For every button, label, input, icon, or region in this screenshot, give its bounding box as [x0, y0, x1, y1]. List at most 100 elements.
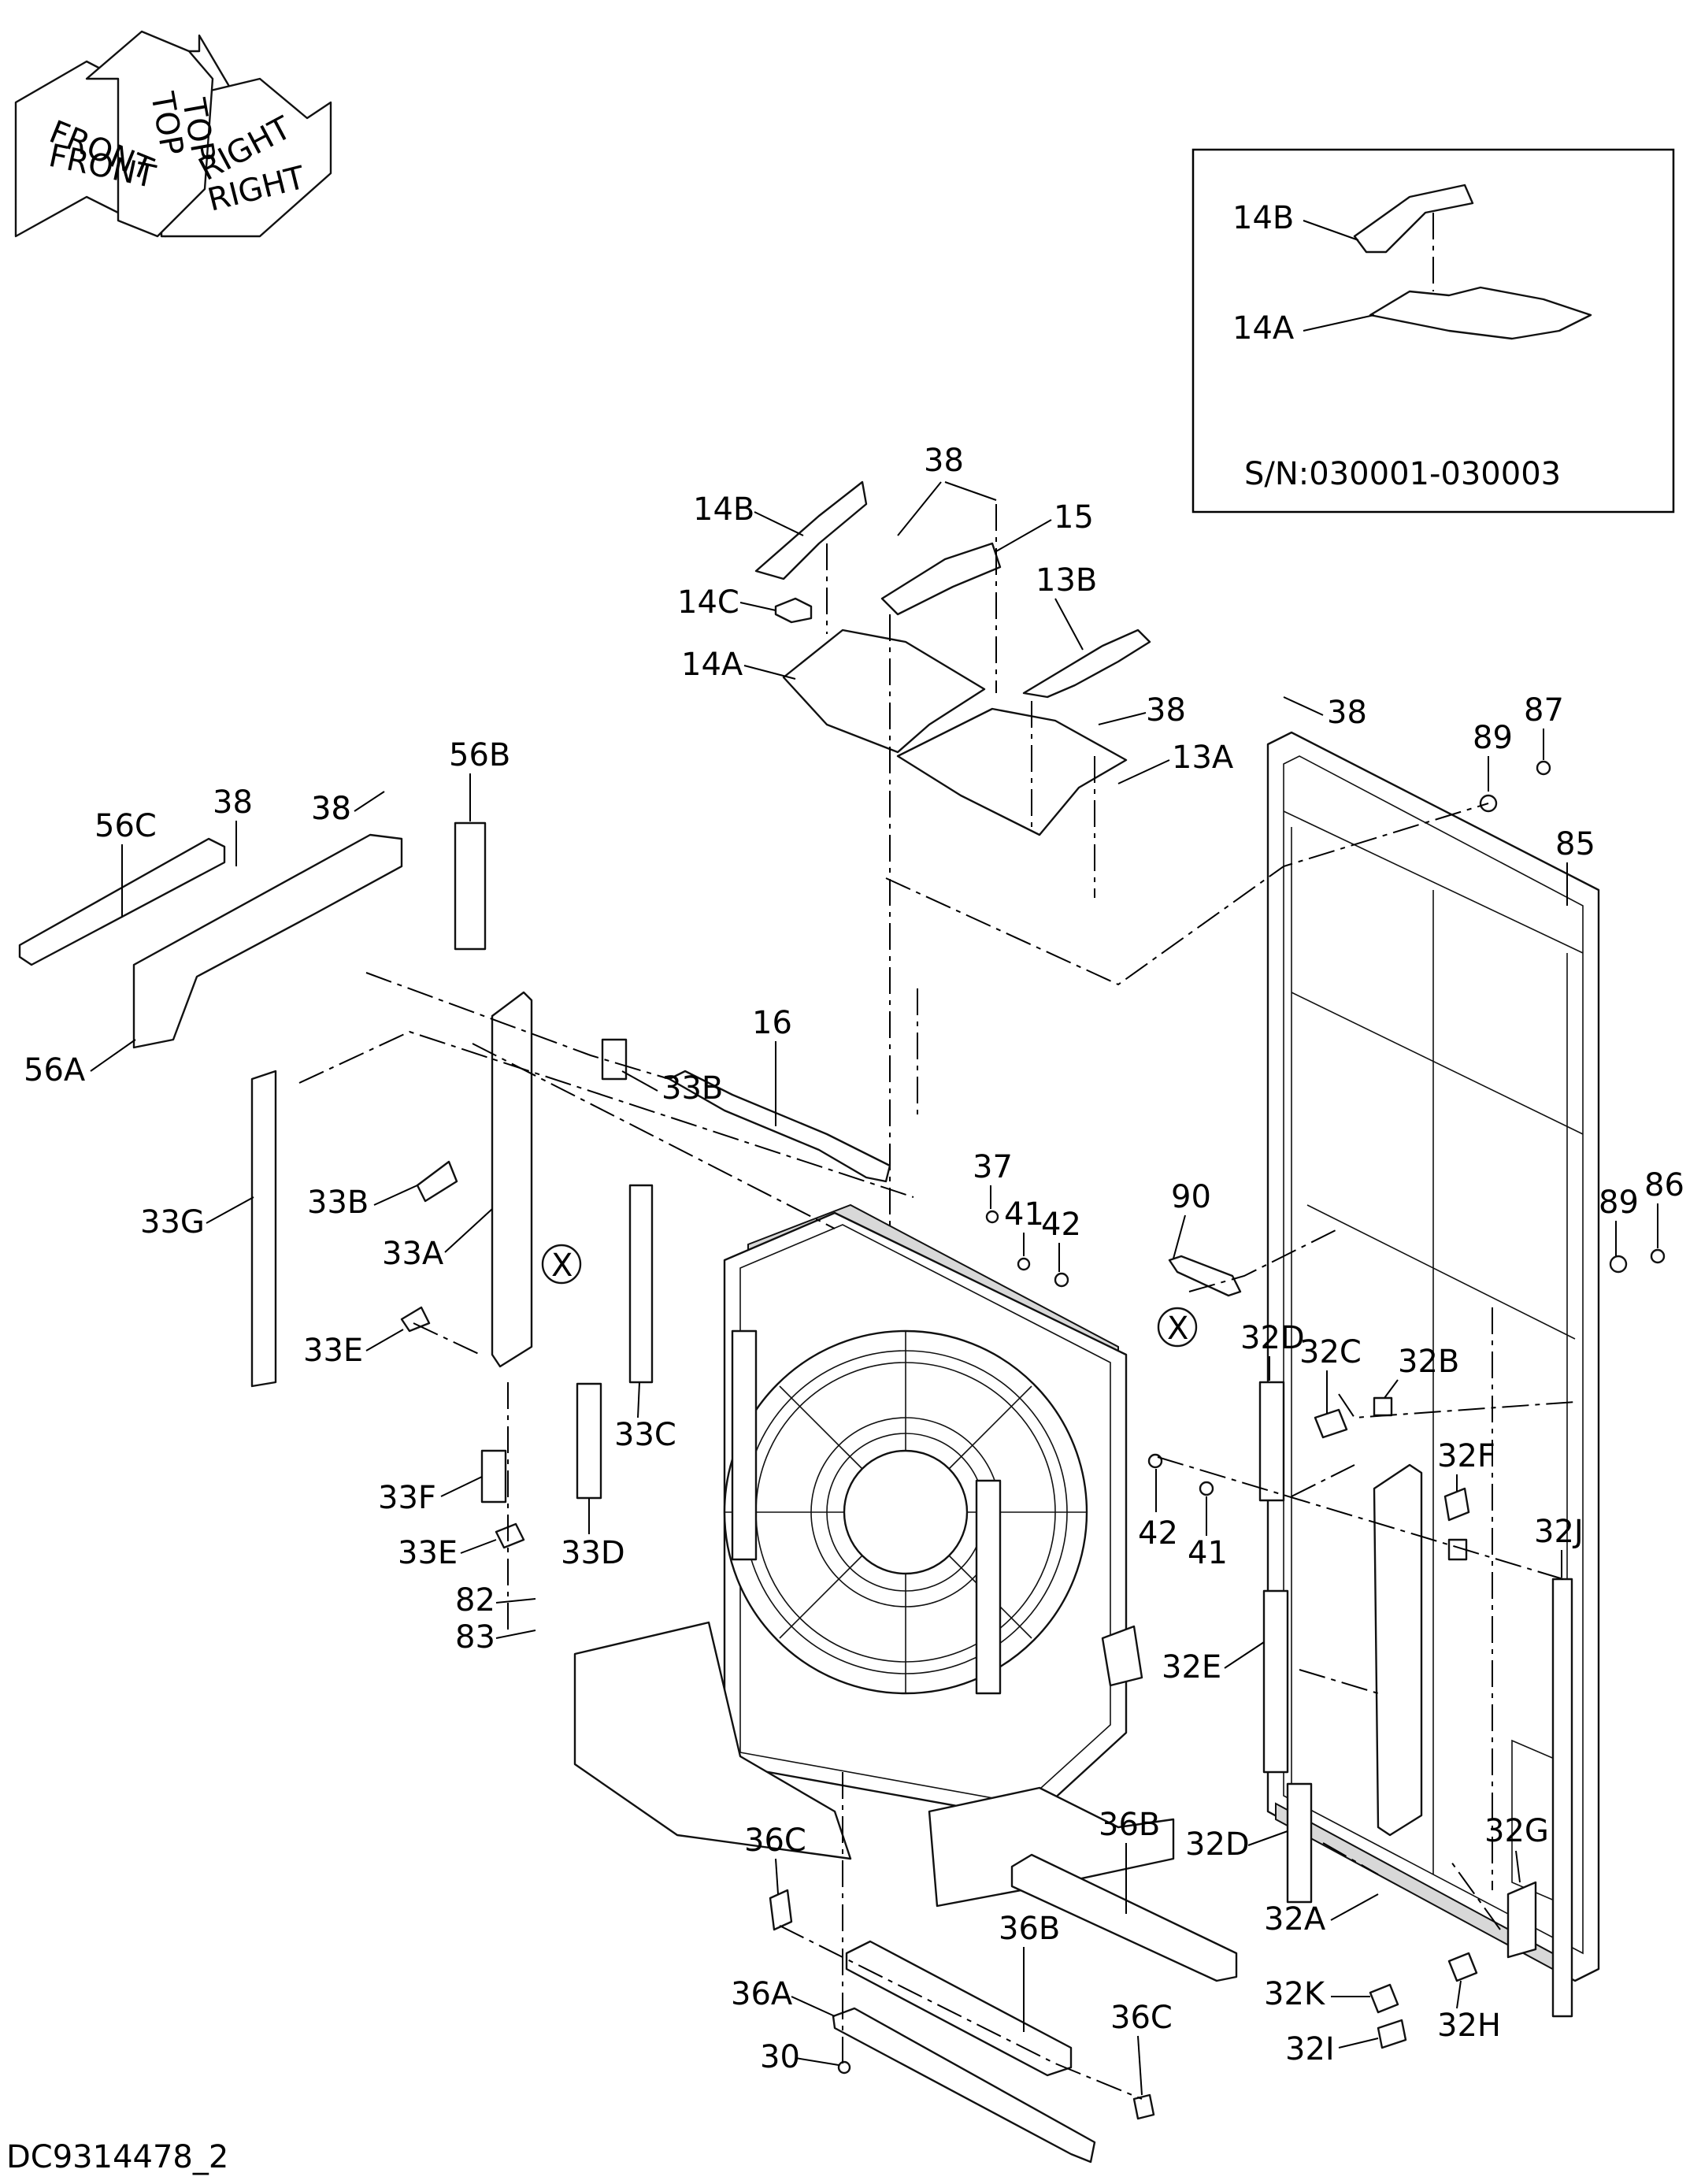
callout-33g: 33G: [140, 1204, 205, 1240]
part-56b-block: [454, 821, 487, 951]
callout-87: 87: [1524, 692, 1564, 729]
part-32b-block: [1373, 1396, 1393, 1417]
callout-33e-lower: 33E: [398, 1535, 458, 1571]
serial-note: S/N:030001-030003: [1244, 456, 1561, 492]
callout-32j: 32J: [1534, 1514, 1584, 1550]
callout-33c: 33C: [614, 1417, 676, 1453]
bolt-37: [985, 1210, 999, 1224]
callout-32a: 32A: [1264, 1901, 1326, 1937]
callout-83: 83: [455, 1619, 495, 1656]
callout-86: 86: [1644, 1167, 1684, 1203]
callout-38-frame: 38: [1327, 695, 1367, 731]
part-33e-upper-block: [400, 1306, 431, 1333]
part-14a-plate: [782, 629, 986, 754]
callout-89-bottom: 89: [1599, 1185, 1639, 1221]
inset-part-14b: [1353, 184, 1474, 254]
callout-82: 82: [455, 1582, 495, 1619]
inset-label-14a: 14A: [1232, 310, 1295, 347]
callout-36c-lower: 36C: [1110, 2000, 1173, 2036]
callout-36b-upper: 36B: [1099, 1807, 1160, 1843]
callout-13b: 13B: [1036, 562, 1097, 599]
callout-41-upper: 41: [1004, 1196, 1044, 1233]
callout-36b-lower: 36B: [999, 1911, 1060, 1947]
callout-38: 38: [924, 443, 964, 479]
part-36b-lower-bar: [845, 1940, 1073, 2077]
part-90-pipe: [1168, 1255, 1242, 1297]
part-32i-block: [1377, 2019, 1407, 2049]
inset-part-14a: [1369, 286, 1592, 340]
reference-mark-x-right-text: X: [1167, 1311, 1188, 1347]
part-13a-plate: [896, 707, 1128, 836]
part-36a-rail: [832, 2007, 1096, 2164]
callout-56c: 56C: [94, 808, 157, 844]
callout-56b: 56B: [449, 737, 510, 773]
callout-32d-upper: 32D: [1240, 1320, 1305, 1356]
reference-mark-x-left: [541, 1244, 582, 1285]
callout-85: 85: [1555, 826, 1595, 862]
part-33a-bracket: [491, 991, 533, 1368]
orientation-icon: FRONT FRONT TOP TOP RIGHT RIGHT: [14, 30, 332, 238]
reference-mark-x-right: [1157, 1307, 1198, 1348]
part-32g-block: [1506, 1881, 1537, 1959]
bolt-41-right: [1199, 1481, 1214, 1496]
part-33b-lower-pad: [416, 1160, 458, 1203]
part-32j-bar: [1551, 1578, 1573, 2018]
coolant-hose-left: [731, 1329, 758, 1561]
part-14b-bracket: [754, 480, 868, 580]
callout-33f: 33F: [378, 1480, 436, 1516]
radiator-core: [573, 1203, 1175, 1908]
callout-89-top: 89: [1473, 720, 1513, 756]
part-15-bracket: [880, 542, 1002, 616]
part-56a-shroud: [132, 833, 403, 1049]
callout-42-lower: 42: [1138, 1515, 1178, 1552]
callout-32k: 32K: [1264, 1976, 1326, 2012]
callout-32i: 32I: [1285, 2031, 1335, 2067]
top-plates: [754, 480, 1151, 1339]
part-32d-upper-strip: [1258, 1381, 1285, 1502]
callout-32g: 32G: [1484, 1813, 1549, 1849]
part-33g-bar: [250, 1070, 277, 1388]
bottom-bars-36: [769, 1853, 1238, 2164]
drawing-id: DC9314478_2: [6, 2139, 228, 2175]
right-condenser: [1266, 731, 1666, 1982]
callout-90: 90: [1171, 1179, 1211, 1215]
callout-14b: 14B: [693, 491, 754, 528]
part-33e-lower-block: [495, 1522, 525, 1549]
right-bracket-32: X: [985, 1210, 1573, 2049]
part-32a-bracket: [1373, 1463, 1423, 1837]
callout-38-13a: 38: [1146, 692, 1186, 729]
callout-labels: 38 14B 15 14C 13B 14A 38 13A 38 38 87 89…: [24, 443, 1684, 2096]
callout-38-shroud: 38: [311, 791, 351, 827]
callout-32e: 32E: [1162, 1649, 1221, 1685]
callout-32b: 32B: [1398, 1344, 1459, 1380]
part-32d-lower-strip: [1286, 1782, 1313, 1904]
part-36c-upper-clip: [769, 1889, 793, 1931]
inset-label-14b: 14B: [1232, 200, 1294, 236]
bolt-30: [837, 2060, 851, 2075]
part-32c-block: [1314, 1408, 1348, 1439]
bolt-41-upper: [1017, 1257, 1031, 1271]
callout-13a: 13A: [1172, 740, 1234, 776]
part-33d-strip: [576, 1382, 602, 1500]
part-36c-lower-clip: [1132, 2093, 1155, 2120]
callout-15: 15: [1054, 499, 1094, 536]
coolant-hose-right: [975, 1479, 1002, 1695]
callout-33e-upper: 33E: [303, 1333, 363, 1369]
callout-38-56: 38: [213, 784, 253, 821]
callout-16: 16: [752, 1005, 792, 1041]
callout-33a: 33A: [382, 1236, 444, 1272]
callout-38-56b: 38: [311, 791, 351, 827]
callout-32h: 32H: [1437, 2008, 1501, 2044]
callout-32f: 32F: [1437, 1438, 1495, 1474]
fastener-86: [1650, 1248, 1666, 1264]
fastener-87: [1536, 760, 1551, 776]
serial-inset: 14B 14A S/N:030001-030003: [1191, 148, 1675, 514]
reference-mark-x-left-text: X: [551, 1248, 573, 1284]
callout-36a: 36A: [731, 1976, 793, 2012]
inset-frame: [1191, 148, 1675, 514]
callout-33b-lower: 33B: [307, 1185, 369, 1221]
callout-56a: 56A: [24, 1052, 86, 1088]
part-14c-block: [774, 597, 813, 624]
callout-33b-upper: 33B: [662, 1070, 723, 1107]
